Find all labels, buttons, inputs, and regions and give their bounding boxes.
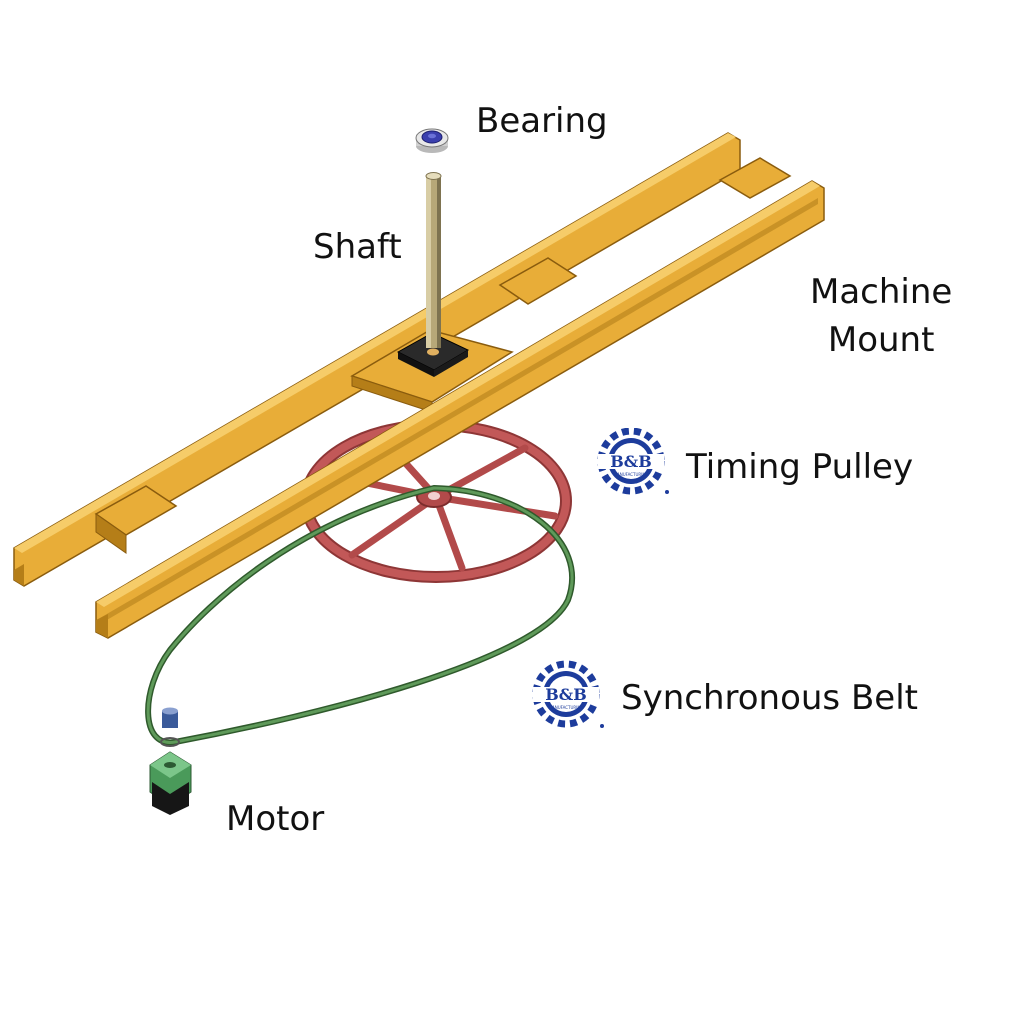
motor [149, 707, 192, 815]
label-shaft: Shaft [313, 227, 402, 267]
label-machine-mount-line1: Machine [810, 272, 953, 312]
svg-text:B&B: B&B [610, 452, 652, 471]
shaft-mount-block [396, 332, 470, 377]
bb-manufacturing-logo: B&B MANUFACTURING [532, 660, 604, 728]
label-bearing: Bearing [476, 101, 608, 141]
svg-text:MANUFACTURING: MANUFACTURING [549, 705, 584, 710]
label-motor: Motor [226, 799, 325, 839]
bearing [415, 128, 449, 153]
label-timing-pulley: Timing Pulley [686, 447, 914, 487]
shaft [425, 172, 442, 348]
machine-mount [13, 132, 825, 639]
svg-text:B&B: B&B [545, 685, 587, 704]
label-machine-mount-line2: Mount [827, 320, 935, 360]
timing-pulley [300, 419, 572, 583]
synchronous-belt [145, 484, 576, 746]
svg-text:MANUFACTURING: MANUFACTURING [614, 472, 649, 477]
label-synchronous-belt: Synchronous Belt [621, 678, 918, 718]
label-machine-mount: Machine Mount [810, 268, 952, 364]
bb-manufacturing-logo: B&B MANUFACTURING [597, 428, 669, 495]
